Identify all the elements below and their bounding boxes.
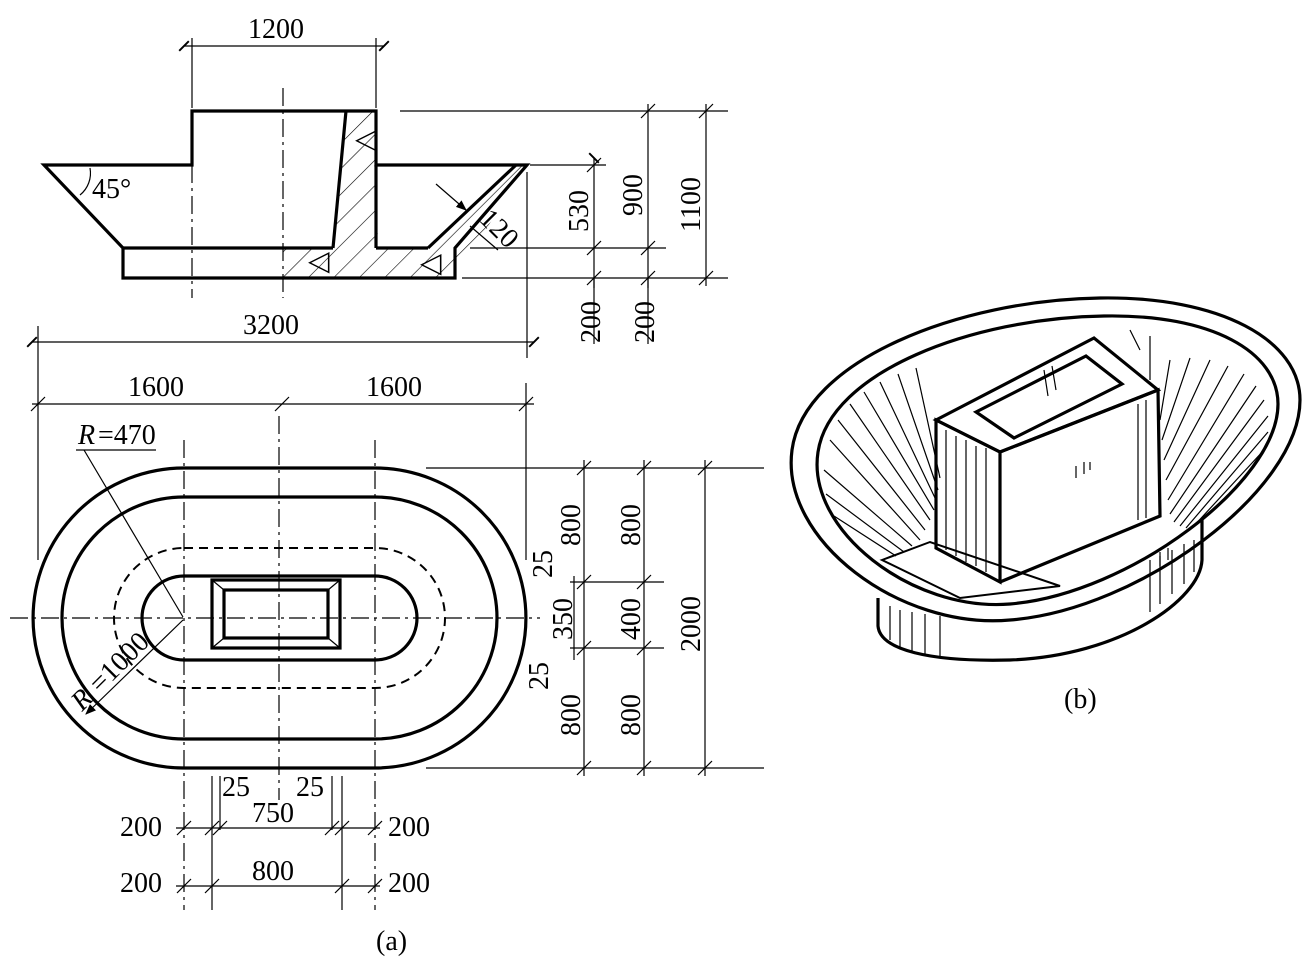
r1000-line: [85, 619, 184, 715]
dim-1100: 1100: [676, 177, 707, 232]
dim-200-1: 200: [120, 812, 162, 843]
caption-a: (a): [376, 926, 407, 957]
aggregate-mark: ◁: [420, 248, 442, 279]
iso-outer-rim: [789, 296, 1302, 623]
dim-1600-right: 1600: [366, 372, 422, 403]
dim-25-bottom: 25: [524, 662, 555, 690]
iso-chimney-top: [932, 336, 1162, 454]
aggregate-mark: ◁: [308, 246, 330, 277]
dim-1600-left: 1600: [128, 372, 184, 403]
tick: [586, 157, 602, 173]
chimney-corner: [211, 579, 225, 591]
r470-value: =470: [98, 420, 156, 451]
tick: [698, 270, 714, 286]
iso-view: (b): [789, 296, 1302, 715]
dim-200-a: 200: [576, 301, 607, 343]
dim-arrow: [435, 183, 467, 211]
dim-2000: 2000: [676, 596, 707, 652]
angle-arc: [79, 167, 92, 196]
section-inner-wall: [331, 110, 348, 249]
dim-900: 900: [618, 174, 649, 216]
chimney-corner: [327, 637, 341, 649]
tick: [586, 240, 602, 256]
dim-3200: 3200: [243, 310, 299, 341]
dim-25-right: 25: [296, 772, 324, 803]
dim-800: 800: [252, 856, 294, 887]
iso-base: [876, 520, 1204, 662]
dim-800-bottom-b: 800: [616, 694, 647, 736]
plan-view: 1600 1600 R =470 R =1000: [10, 372, 764, 957]
dim-530: 530: [564, 190, 595, 232]
dim-200-3: 200: [120, 868, 162, 899]
plan-ticks: [576, 460, 713, 776]
tick: [640, 103, 656, 119]
tick: [274, 396, 290, 412]
caption-b: (b): [1064, 684, 1097, 715]
iso-inner-rim: [815, 314, 1280, 607]
chimney-corner: [327, 579, 341, 591]
plan-inner-rim: [60, 495, 499, 741]
dim-750: 750: [252, 798, 294, 829]
dim-25-top: 25: [528, 550, 559, 578]
aggregate-mark: ◁: [355, 124, 377, 155]
chimney-corner: [211, 637, 225, 649]
plan-chimney-inner: [222, 588, 330, 640]
r470-prefix: R: [77, 420, 95, 451]
angle-45: 45°: [92, 174, 131, 205]
dim-arrow: [469, 225, 499, 251]
iso-floor: [879, 540, 1061, 600]
dim-25-left: 25: [222, 772, 250, 803]
iso-interior-hatch: [823, 329, 1269, 557]
bottom-ticks: [176, 820, 383, 894]
dim-800-top-a: 800: [556, 504, 587, 546]
dim-800-bottom-a: 800: [556, 694, 587, 736]
plan-chimney-outer: [210, 578, 342, 650]
dim-200-4: 200: [388, 868, 430, 899]
dim-1200: 1200: [248, 14, 304, 45]
section-view: ◁ ◁ ◁ 1200 45° 120 530 900 1100: [26, 14, 728, 560]
dim-200-b: 200: [630, 301, 661, 343]
tick: [698, 103, 714, 119]
dim-800-top-b: 800: [616, 504, 647, 546]
iso-chimney-hatch: [945, 365, 1169, 572]
tick: [640, 240, 656, 256]
tick: [30, 396, 46, 412]
iso-chimney-opening: [972, 354, 1125, 440]
dim-400: 400: [616, 598, 647, 640]
dim-200-2: 200: [388, 812, 430, 843]
dim-350: 350: [548, 598, 579, 640]
section-slope-inner: [426, 163, 518, 250]
iso-base-hatch: [889, 540, 1195, 658]
iso-chimney-side: [999, 387, 1162, 584]
section-outline: [40, 109, 531, 280]
r470-line: [83, 449, 184, 618]
